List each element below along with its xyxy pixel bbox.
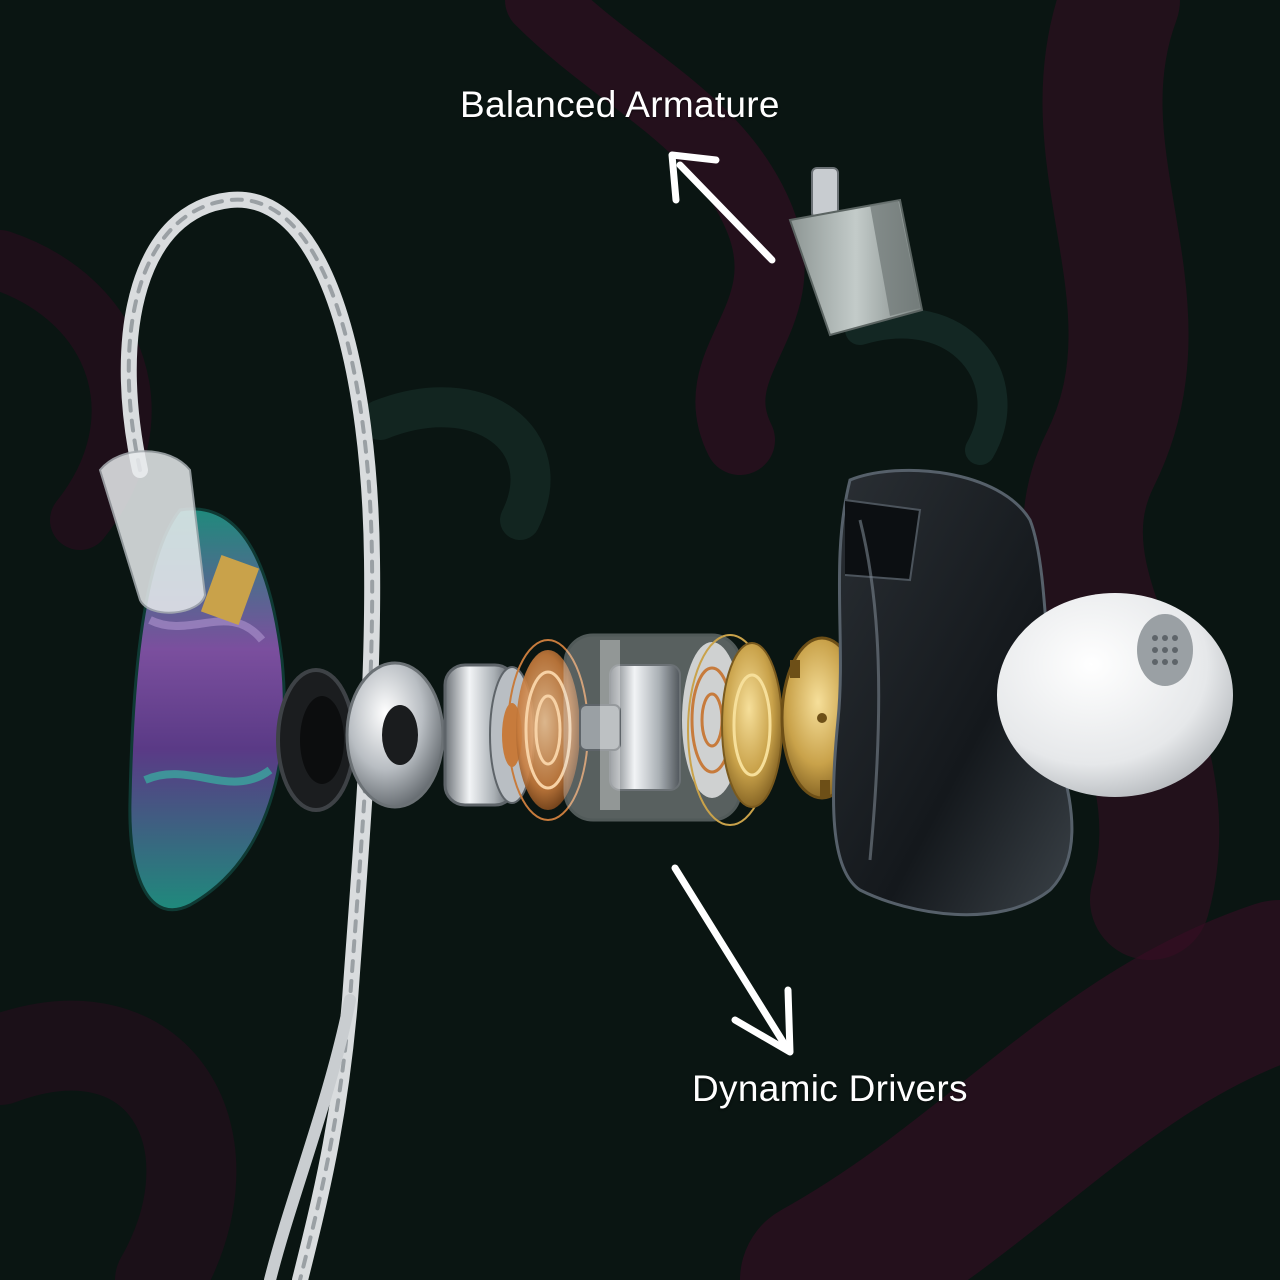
dynamic-drivers-label: Dynamic Drivers bbox=[692, 1068, 968, 1109]
arrow-up-left-icon bbox=[668, 151, 776, 264]
balanced-armature-part bbox=[788, 167, 924, 337]
arrow-down-right-icon bbox=[671, 864, 794, 1056]
black-gasket bbox=[276, 668, 356, 812]
gold-diaphragm bbox=[721, 642, 783, 808]
ear-tip bbox=[997, 593, 1233, 797]
balanced-armature-label: Balanced Armature bbox=[460, 84, 780, 125]
earphone-shell bbox=[831, 468, 1074, 917]
silver-washer bbox=[345, 661, 445, 809]
cable bbox=[120, 191, 381, 1280]
connector bbox=[98, 450, 207, 614]
